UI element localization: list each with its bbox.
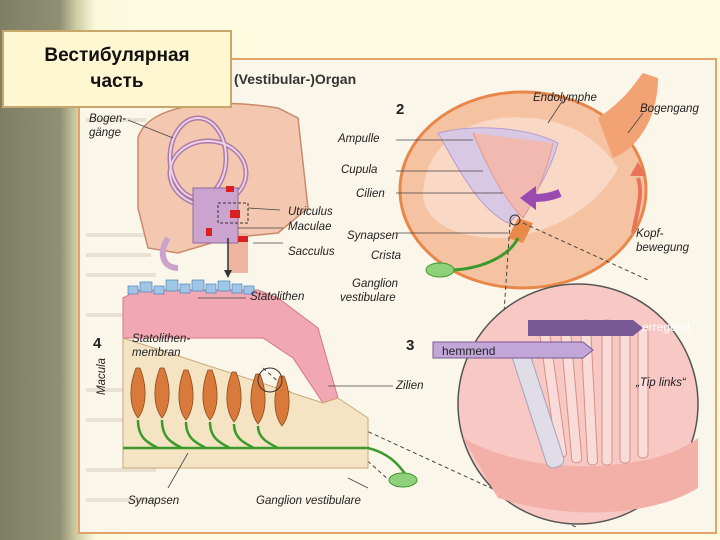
labyrinth-section: [127, 102, 309, 278]
label-erregend: erregend: [642, 320, 691, 334]
label-utriculus: Utriculus: [288, 206, 333, 218]
vestibular-organ-illustration: [78, 58, 717, 534]
label-ganglion-bottom: Ganglion vestibulare: [256, 495, 361, 507]
slide-title-box: Вестибулярная часть: [2, 30, 232, 108]
label-macula: Macula: [96, 357, 108, 395]
label-sacculus: Sacculus: [288, 246, 335, 258]
label-zilien: Zilien: [396, 380, 424, 392]
label-maculae: Maculae: [288, 221, 332, 233]
label-statolithenmembran-1: Statolithen-: [132, 333, 191, 345]
slide-title-line1: Вестибулярная: [44, 45, 190, 66]
label-bogengang: Bogengang: [640, 103, 699, 115]
label-cilien: Cilien: [356, 188, 385, 200]
panel-number-3: 3: [406, 337, 415, 354]
label-kopfbewegung-1: Kopf-: [636, 228, 664, 240]
hair-cell-zoom: [432, 283, 699, 525]
panel-number-2: 2: [396, 101, 405, 118]
statoliths: [127, 279, 255, 295]
label-tip-links: „Tip links“: [636, 377, 686, 389]
ampulla-panel: [396, 73, 658, 290]
label-statolithen: Statolithen: [250, 291, 305, 303]
label-crista: Crista: [371, 250, 402, 262]
label-kopfbewegung-2: bewegung: [636, 242, 690, 254]
label-bogengaenge-1: Bogen-: [89, 113, 127, 125]
background-text-lines: [86, 98, 156, 502]
label-synapsen-top: Synapsen: [347, 230, 399, 242]
label-synapsen-bottom: Synapsen: [128, 495, 180, 507]
organ-title: (Vestibular-)Organ: [234, 71, 357, 87]
macula-panel: [122, 279, 418, 489]
label-ganglion-top-1: Ganglion: [352, 278, 399, 290]
label-statolithenmembran-2: membran: [132, 347, 181, 359]
panel-number-4: 4: [93, 335, 102, 352]
label-cupula: Cupula: [341, 164, 378, 176]
label-endolymphe: Endolymphe: [533, 92, 597, 104]
label-ampulle: Ampulle: [338, 133, 380, 145]
hair-cells: [130, 367, 290, 427]
label-hemmend: hemmend: [442, 344, 496, 358]
label-bogengaenge-2: gänge: [89, 127, 121, 139]
slide-title-line2: часть: [90, 71, 144, 92]
label-ganglion-top-2: vestibulare: [340, 292, 396, 304]
